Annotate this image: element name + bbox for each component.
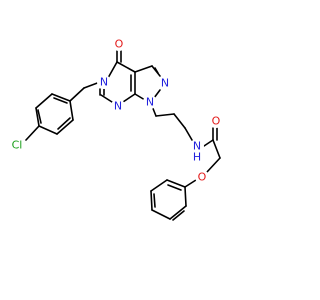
- bond: [51, 93, 71, 102]
- bond: [153, 193, 156, 208]
- bond: [53, 97, 68, 104]
- atom-label-n7: N: [114, 100, 122, 113]
- bond: [154, 67, 159, 74]
- bond: [122, 93, 136, 103]
- bond: [150, 190, 153, 211]
- bond: [107, 61, 118, 79]
- bonds-group: [25, 49, 221, 221]
- bond: [167, 184, 182, 191]
- bond: [172, 210, 185, 221]
- bond: [37, 109, 42, 124]
- bond: [69, 87, 85, 102]
- bond: [155, 113, 175, 117]
- atom-label-carbonyl-oxygen: O: [115, 38, 124, 51]
- bond: [35, 93, 53, 109]
- atom-label-ether-oxygen: O: [198, 171, 207, 184]
- bond: [184, 186, 187, 207]
- atom-label-amide-hydrogen: H: [193, 151, 201, 164]
- bond: [69, 100, 74, 121]
- bond: [100, 94, 113, 103]
- bond: [206, 157, 221, 173]
- atom-label-amide-oxygen: O: [212, 115, 221, 128]
- atom-labels-group: Cl O N N N N N H O O: [8, 37, 223, 184]
- bond: [169, 205, 187, 220]
- bond: [173, 113, 186, 129]
- atom-label-n2: N: [161, 77, 169, 90]
- bond: [150, 179, 168, 192]
- atom-label-n1: N: [146, 96, 154, 109]
- bond: [25, 125, 40, 141]
- bond: [184, 179, 197, 188]
- atom-label-chlorine: Cl: [12, 139, 23, 152]
- molecule-structure-diagram: Cl O N N N N N H O O: [8, 37, 223, 221]
- atom-label-amide-nitrogen: N: [193, 140, 201, 153]
- bond: [212, 139, 221, 159]
- bond: [57, 117, 71, 130]
- bond: [134, 65, 153, 73]
- bond: [151, 209, 171, 220]
- bond: [203, 139, 214, 147]
- bond: [166, 179, 186, 188]
- bond: [35, 107, 40, 127]
- atom-label-n5: N: [100, 76, 108, 89]
- bond: [38, 125, 58, 135]
- bond: [116, 61, 136, 73]
- bond: [153, 89, 161, 99]
- bond: [134, 93, 146, 101]
- bond: [184, 127, 193, 141]
- bond: [56, 119, 74, 135]
